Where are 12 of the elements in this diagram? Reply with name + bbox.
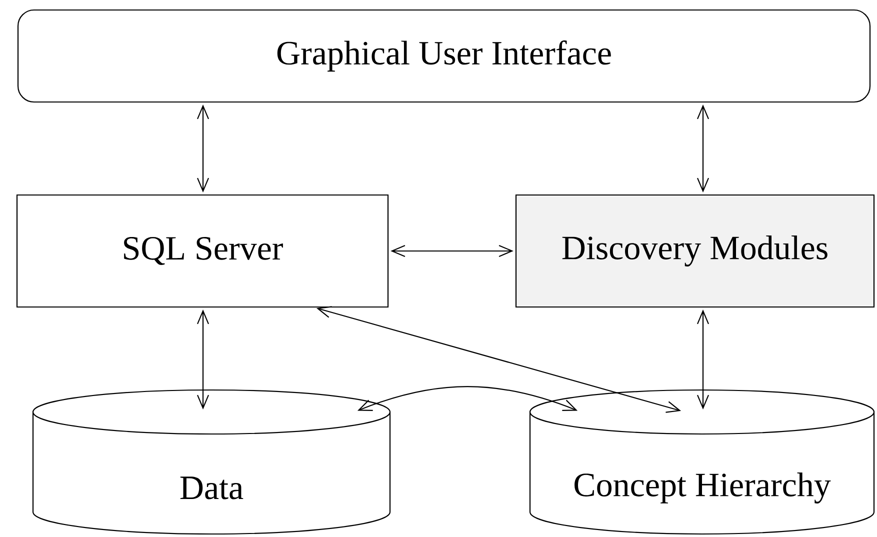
arrow bbox=[390, 244, 514, 257]
arrow bbox=[197, 310, 210, 410]
process-box: Discovery Modules bbox=[515, 194, 875, 308]
interface-box: Graphical User Interface bbox=[17, 9, 871, 103]
database-cylinder: Data bbox=[32, 389, 391, 535]
arrow bbox=[197, 104, 210, 192]
arrow bbox=[697, 310, 710, 410]
database-cylinder: Concept Hierarchy bbox=[529, 389, 875, 535]
arrow bbox=[316, 306, 682, 413]
arrow bbox=[697, 104, 710, 192]
arrow bbox=[357, 386, 578, 411]
process-box: SQL Server bbox=[16, 194, 389, 308]
